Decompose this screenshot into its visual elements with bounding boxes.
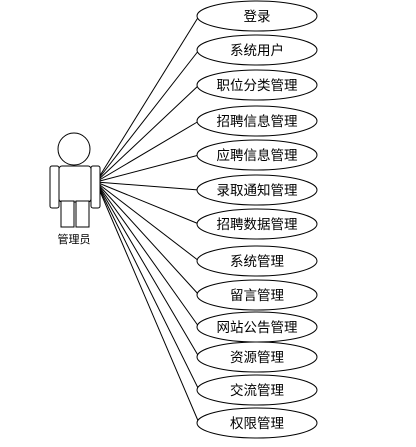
use-case-label: 网站公告管理 xyxy=(217,320,298,336)
use-case-ellipse xyxy=(196,245,318,277)
use-case: 交流管理 xyxy=(196,374,318,406)
association-line xyxy=(95,181,200,191)
use-case: 资源管理 xyxy=(196,341,318,373)
use-case-label: 招聘数据管理 xyxy=(217,217,298,233)
association-line xyxy=(95,181,200,225)
use-case-ellipse xyxy=(196,341,318,373)
actor-torso xyxy=(58,165,92,203)
use-case-label: 录取通知管理 xyxy=(217,182,298,199)
use-case: 登录 xyxy=(196,0,318,32)
use-case-label: 职位分类管理 xyxy=(217,78,298,94)
use-case-label: 交流管理 xyxy=(230,382,284,399)
use-case-label: 留言管理 xyxy=(230,288,284,304)
actor-left-leg xyxy=(60,200,75,228)
use-case: 留言管理 xyxy=(196,279,318,311)
use-case-ellipse xyxy=(196,105,318,137)
association-line xyxy=(95,181,200,262)
use-case: 网站公告管理 xyxy=(196,311,318,343)
use-case-ellipse xyxy=(196,407,318,439)
actor-left-arm xyxy=(49,165,60,209)
association-line xyxy=(95,49,200,183)
use-case-label: 资源管理 xyxy=(230,350,284,366)
use-case-ellipse xyxy=(196,374,318,406)
use-case-label: 系统用户 xyxy=(230,42,284,59)
association-line xyxy=(95,154,200,183)
association-lines xyxy=(95,15,200,424)
use-case-label: 权限管理 xyxy=(230,415,284,432)
association-line xyxy=(95,84,200,183)
actor-head xyxy=(57,132,91,166)
use-case: 职位分类管理 xyxy=(196,69,318,101)
use-case: 招聘数据管理 xyxy=(196,208,318,240)
use-case: 应聘信息管理 xyxy=(196,139,318,171)
use-case-ellipse xyxy=(196,279,318,311)
association-line xyxy=(95,181,200,424)
association-line xyxy=(95,181,200,391)
actor-administrator: 管理员 xyxy=(49,132,101,246)
use-case: 系统管理 xyxy=(196,245,318,277)
association-line xyxy=(95,181,200,296)
association-line xyxy=(95,120,200,183)
actor-right-leg xyxy=(75,200,90,228)
use-case-label: 登录 xyxy=(244,9,271,25)
use-case-label: 系统管理 xyxy=(230,254,284,270)
actor-label: 管理员 xyxy=(58,232,91,246)
association-line xyxy=(95,181,200,358)
use-case-ellipse xyxy=(196,0,318,32)
use-case: 招聘信息管理 xyxy=(196,105,318,137)
use-case-label: 招聘信息管理 xyxy=(217,113,298,130)
use-case: 系统用户 xyxy=(196,34,318,66)
use-case-ellipse xyxy=(196,208,318,240)
use-case-ellipse xyxy=(196,69,318,101)
use-case-list: 登录系统用户职位分类管理招聘信息管理应聘信息管理录取通知管理招聘数据管理系统管理… xyxy=(196,0,318,439)
actor-right-arm xyxy=(90,165,101,209)
association-line xyxy=(95,15,200,183)
use-case: 权限管理 xyxy=(196,407,318,439)
use-case-ellipse xyxy=(196,174,318,206)
use-case-label: 应聘信息管理 xyxy=(217,147,298,164)
use-case: 录取通知管理 xyxy=(196,174,318,206)
use-case-ellipse xyxy=(196,139,318,171)
use-case-ellipse xyxy=(196,34,318,66)
association-line xyxy=(95,181,200,328)
